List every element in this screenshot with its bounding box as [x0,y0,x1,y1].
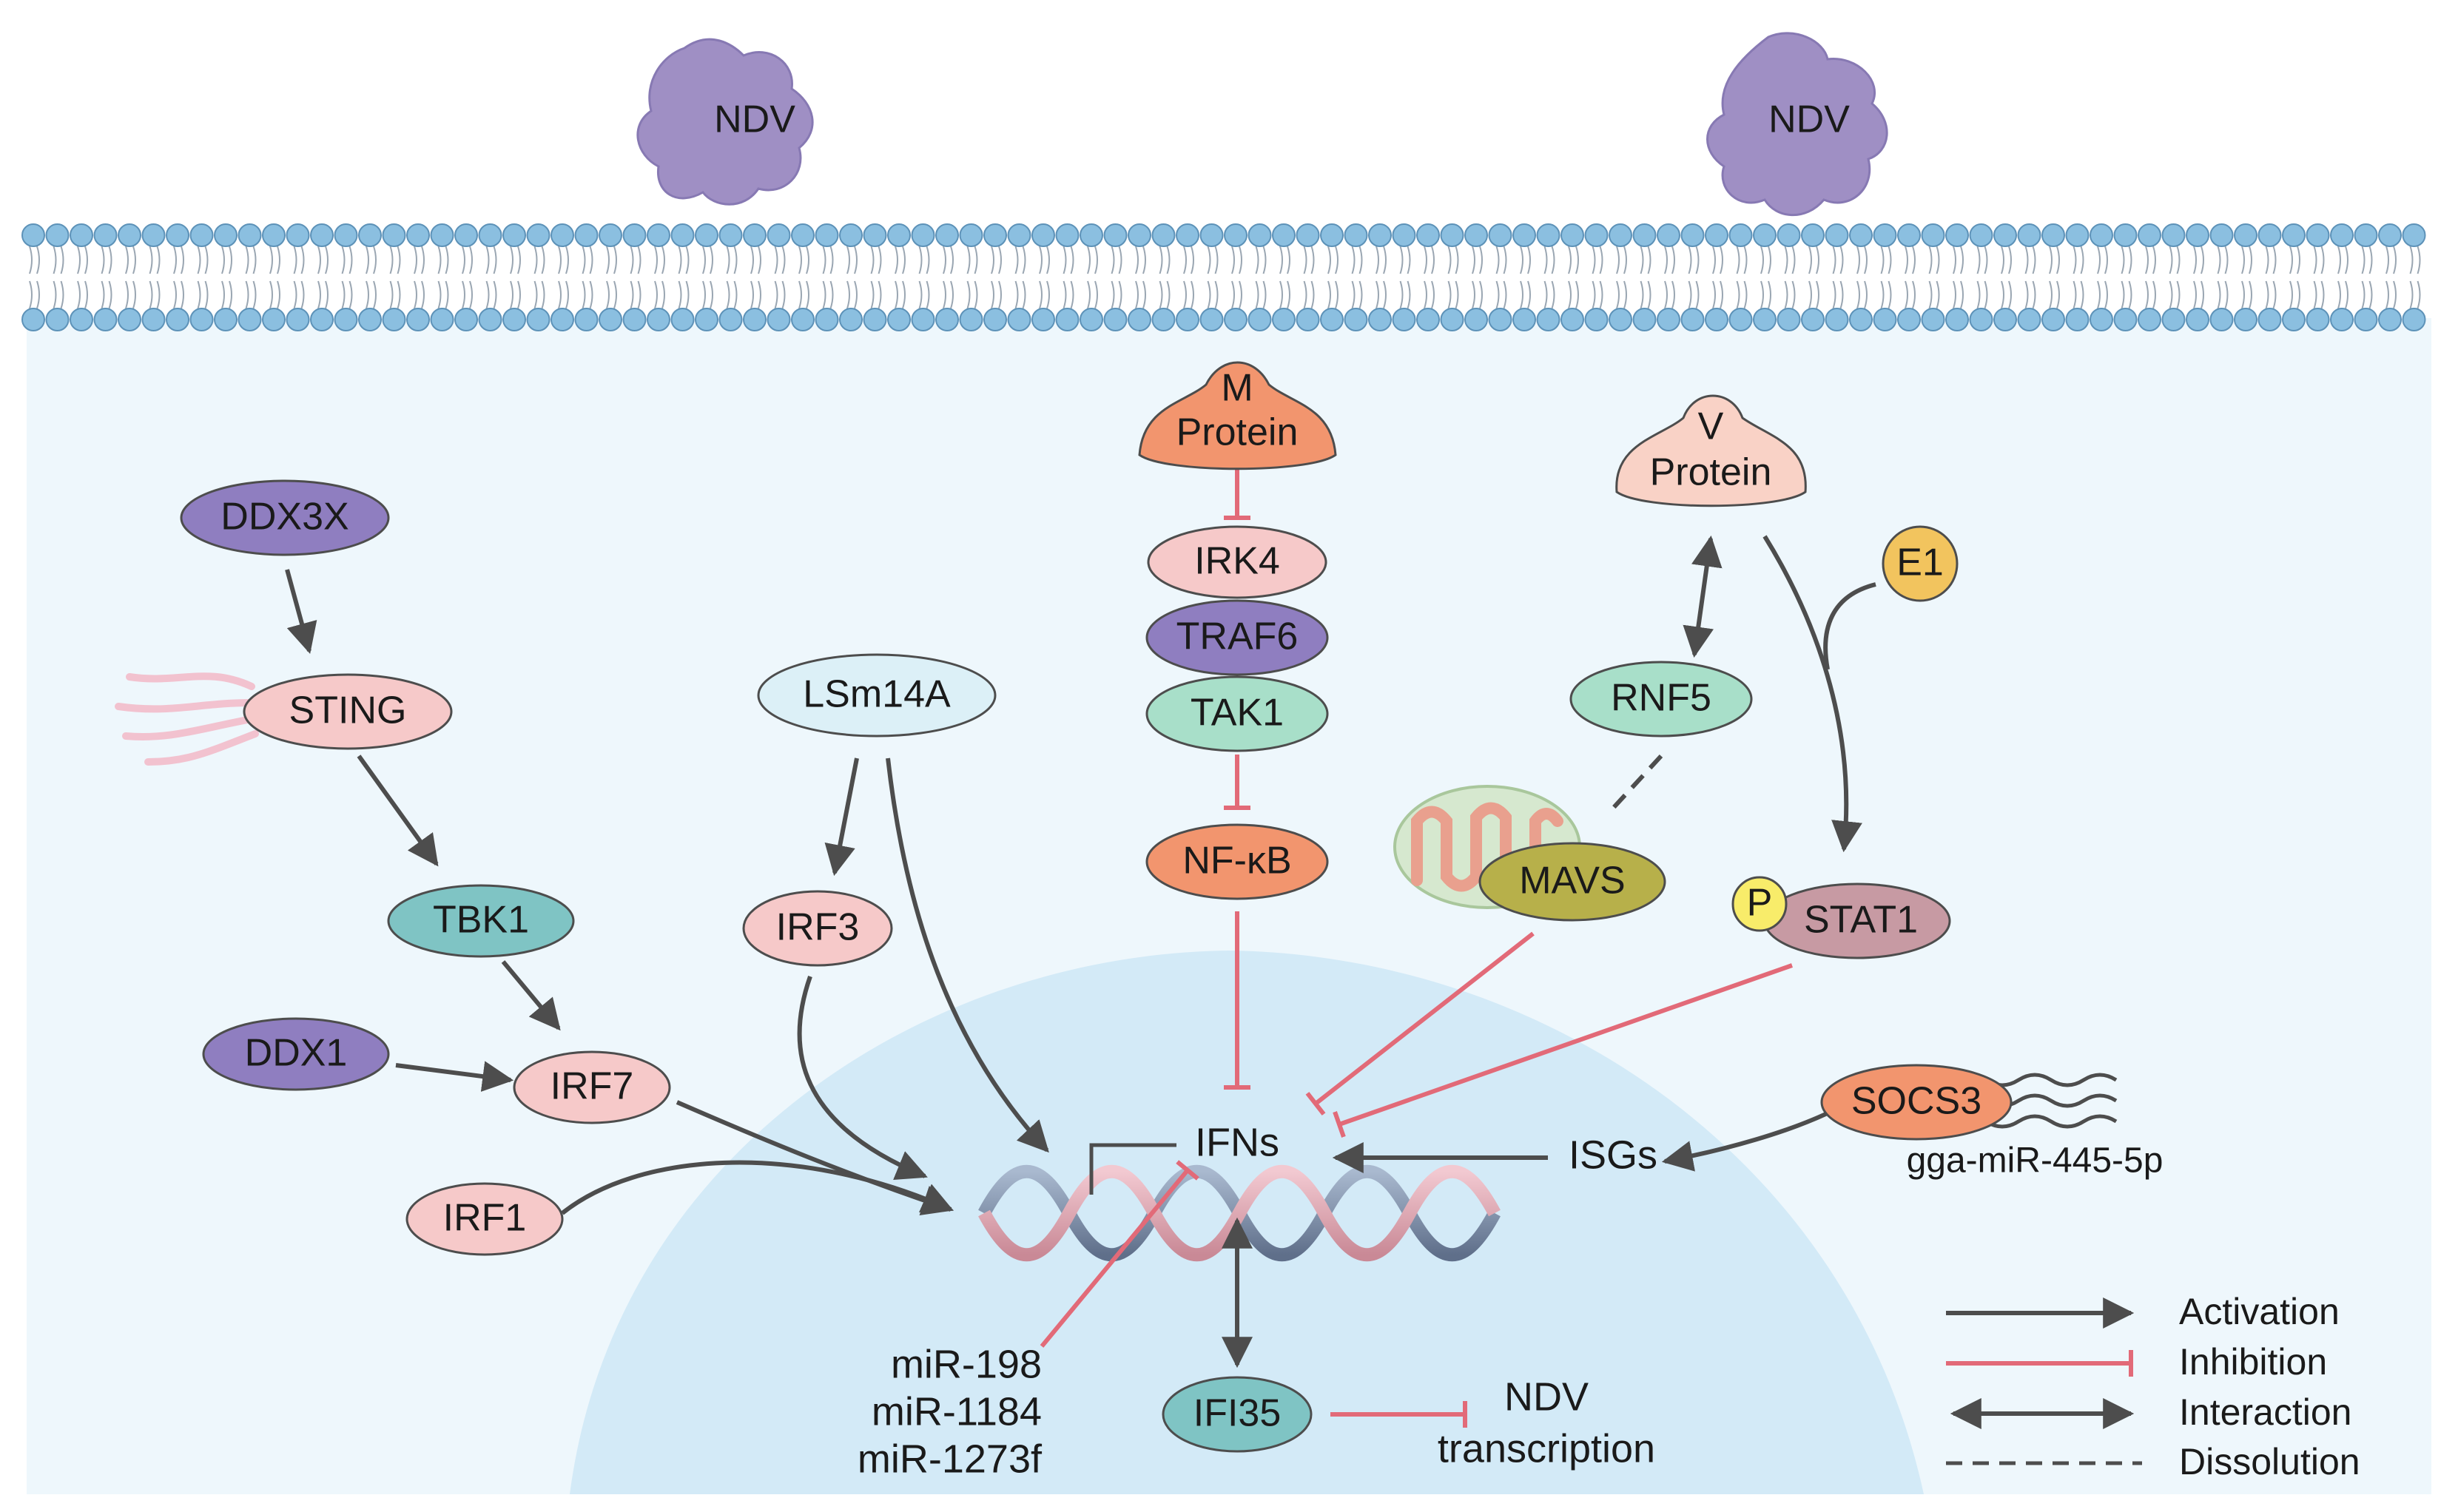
node-stat1: STAT1 [1763,882,1951,959]
node-tak1: TAK1 [1145,675,1329,752]
interaction-vprotein-rnf5 [1683,535,1723,658]
m-protein-label-line2: Protein [1176,411,1299,454]
tbk1-label: TBK1 [433,899,529,942]
er-membrane-decoration [115,672,259,766]
phospho-label: P [1747,882,1773,925]
node-nf-kb: NF-κB [1145,823,1329,900]
tak1-label: TAK1 [1191,692,1284,735]
irk4-label: IRK4 [1194,540,1280,583]
irf3-label: IRF3 [776,906,860,949]
node-traf6: TRAF6 [1145,599,1329,676]
ndv-label-left: NDV [714,98,795,141]
mavs-label: MAVS [1519,860,1626,902]
node-sting: STING [243,673,453,750]
arrow-ddx3x-sting [285,569,317,655]
inhibit-mavs-ifns [1305,931,1535,1116]
arrow-irf3-dna [797,976,928,1181]
arrow-lsm14a-dna [886,757,1049,1153]
e1-label: E1 [1896,541,1944,584]
node-v-protein: V Protein [1615,394,1807,507]
inhibit-stat1-ifns [1333,963,1793,1138]
node-irf7: IRF7 [513,1050,671,1124]
ndv-transcription-line1: NDV [1504,1374,1589,1419]
rnf5-label: RNF5 [1611,677,1711,720]
dissolution-rnf5-mavs [1607,754,1663,814]
lsm14a-label: LSm14A [803,673,951,716]
ifi35-label: IFI35 [1193,1392,1282,1435]
ddx1-label: DDX1 [245,1032,348,1075]
ndv-transcription-line2: transcription [1438,1426,1655,1471]
legend-interaction-label: Interaction [2179,1391,2351,1433]
node-lsm14a: LSm14A [757,653,997,738]
phospho-badge: P [1731,876,1788,932]
irf7-label: IRF7 [550,1065,634,1108]
node-ifi35: IFI35 [1162,1376,1313,1453]
node-tbk1: TBK1 [387,884,575,958]
socs3-label: SOCS3 [1851,1080,1981,1123]
node-ddx3x: DDX3X [180,479,390,556]
mir-198-label: miR-198 [891,1342,1042,1386]
ddx3x-label: DDX3X [220,496,349,539]
stat1-label: STAT1 [1804,899,1918,942]
node-irf3: IRF3 [742,890,893,967]
cell-membrane [21,223,2426,331]
dna-helix [978,1165,1501,1261]
node-rnf5: RNF5 [1569,661,1753,738]
legend-activation-label: Activation [2179,1291,2340,1332]
node-irk4: IRK4 [1147,525,1327,599]
connectors [285,466,1876,1428]
nf-kb-label: NF-κB [1182,840,1291,882]
node-ddx1: DDX1 [202,1017,390,1091]
m-protein-label-line1: M [1221,367,1253,410]
legend: Activation Inhibition Interaction Dissol… [1946,1291,2360,1482]
arrow-e1-stat1 [1823,582,1876,670]
node-e1: E1 [1882,525,1959,602]
isgs-label: ISGs [1569,1133,1657,1177]
irf1-label: IRF1 [443,1197,527,1240]
traf6-label: TRAF6 [1176,615,1299,658]
ifns-label: IFNs [1195,1120,1279,1164]
mir-1184-label: miR-1184 [872,1389,1042,1434]
arrow-vprotein-stat1 [1762,535,1862,853]
arrow-ddx1-irf7 [395,1061,514,1092]
v-protein-label-line1: V [1698,405,1724,448]
sting-label: STING [289,689,407,732]
legend-inhibition-label: Inhibition [2179,1341,2327,1383]
node-socs3: SOCS3 [1820,1064,2013,1141]
gga-mir-label: gga-miR-445-5p [1907,1141,2164,1181]
arrow-socs3-isgs [1661,1107,1836,1172]
node-m-protein: M Protein [1138,361,1337,470]
promoter-line [1089,1143,1176,1195]
ndv-label-right: NDV [1768,98,1850,141]
arrow-tbk1-irf7 [501,960,561,1031]
node-irf1: IRF1 [405,1182,564,1256]
ndv-virus-left: NDV [636,38,814,206]
ndv-virus-right: NDV [1706,32,1888,217]
node-mavs: MAVS [1478,842,1666,922]
v-protein-label-line2: Protein [1650,451,1772,494]
arrow-sting-tbk1 [357,755,439,867]
arrow-lsm14a-irf3 [824,757,859,877]
arrow-irf1-dna [561,1160,954,1215]
mir-1273f-label: miR-1273f [858,1437,1043,1481]
inhibit-mirs-ifns [1040,1160,1199,1348]
legend-dissolution-label: Dissolution [2179,1441,2360,1482]
